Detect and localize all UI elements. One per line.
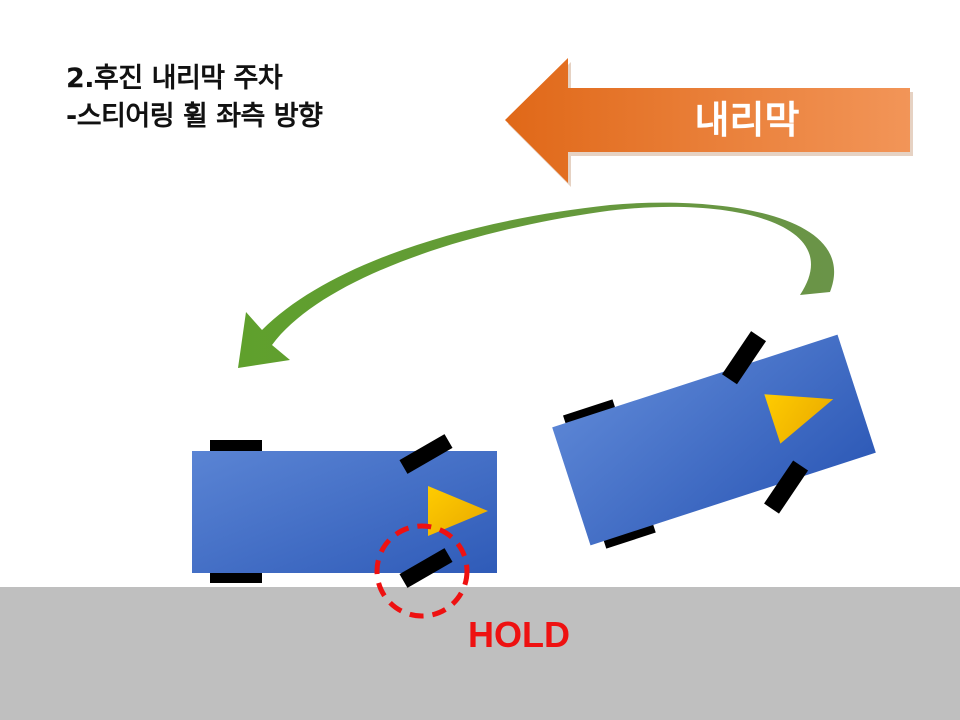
car-wheel-front-bottom <box>399 548 453 588</box>
car2-wheel-front-top <box>722 331 767 385</box>
moving-car <box>552 331 876 549</box>
car2-wheel-front-bottom <box>764 460 809 514</box>
parked-car <box>192 434 497 588</box>
title-line-1: 2.후진 내리막 주차 <box>66 63 283 94</box>
curved-arrow <box>238 202 835 368</box>
car2-direction-marker <box>764 394 834 444</box>
downhill-arrow <box>505 58 913 187</box>
slide-title: 2.후진 내리막 주차 -스티어링 휠 좌측 방향 <box>66 60 323 136</box>
title-line-2: -스티어링 휠 좌측 방향 <box>66 101 323 132</box>
hold-label: HOLD <box>468 614 570 655</box>
curb <box>0 587 960 720</box>
car-wheel-front-top <box>399 434 453 474</box>
car-direction-marker <box>428 486 488 536</box>
downhill-label: 내리막 <box>694 98 800 142</box>
hold-circle <box>374 523 470 619</box>
car2-body <box>552 334 876 546</box>
